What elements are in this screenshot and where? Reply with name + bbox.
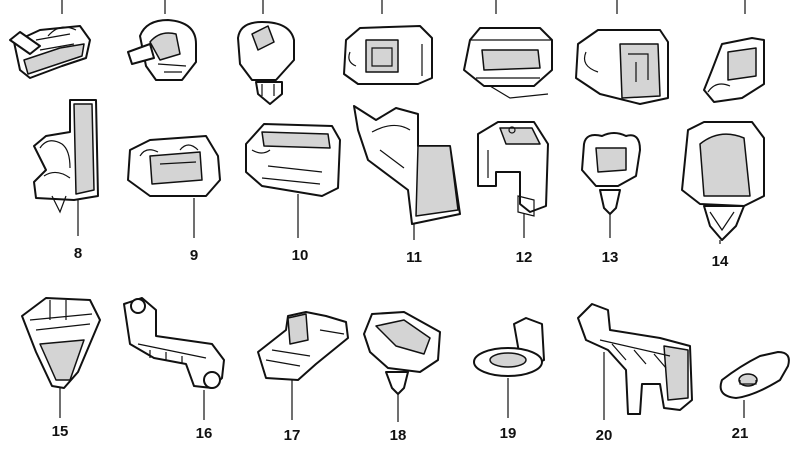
clip-part-20: [577, 303, 693, 420]
label-17: 17: [284, 427, 301, 444]
clip-part-2: [127, 0, 197, 81]
clip-part-6: [575, 0, 669, 105]
clip-part-12: [477, 121, 549, 238]
clip-part-19: [473, 317, 545, 418]
clip-part-1: [9, 0, 91, 79]
clip-part-14: [681, 121, 765, 244]
label-14: 14: [712, 253, 729, 270]
clip-part-13: [581, 132, 641, 238]
label-6: 6: [613, 0, 621, 2]
clip-part-3: [237, 0, 295, 105]
label-13: 13: [602, 249, 619, 266]
label-5: 5: [492, 0, 500, 2]
clip-part-16: [123, 297, 225, 420]
clip-part-7: [703, 0, 765, 103]
label-8: 8: [74, 245, 82, 262]
label-18: 18: [390, 427, 407, 444]
clip-part-5: [463, 0, 553, 99]
clip-part-4: [343, 0, 433, 85]
label-10: 10: [292, 247, 309, 264]
label-19: 19: [500, 425, 517, 442]
clip-part-17: [257, 311, 349, 420]
clip-part-10: [245, 123, 341, 238]
label-11: 11: [406, 249, 422, 266]
clip-part-8: [33, 99, 99, 236]
clip-part-21: [719, 351, 790, 418]
label-4: 4: [378, 0, 387, 2]
clip-part-9: [127, 135, 221, 238]
clip-part-11: [353, 105, 461, 240]
label-12: 12: [516, 249, 533, 266]
label-7: 7: [741, 0, 749, 2]
clip-part-15: [21, 297, 101, 418]
label-20: 20: [596, 427, 613, 444]
label-16: 16: [196, 425, 213, 442]
label-3: 3: [259, 0, 267, 2]
callout-labels: 1 2 3 4 5 6 7 8 9 10 11 12 13 14 15 16 1…: [52, 0, 750, 444]
label-2: 2: [161, 0, 169, 2]
label-15: 15: [52, 423, 69, 440]
label-1: 1: [58, 0, 66, 2]
label-9: 9: [190, 247, 198, 264]
label-21: 21: [732, 425, 749, 442]
clip-part-18: [363, 311, 441, 422]
